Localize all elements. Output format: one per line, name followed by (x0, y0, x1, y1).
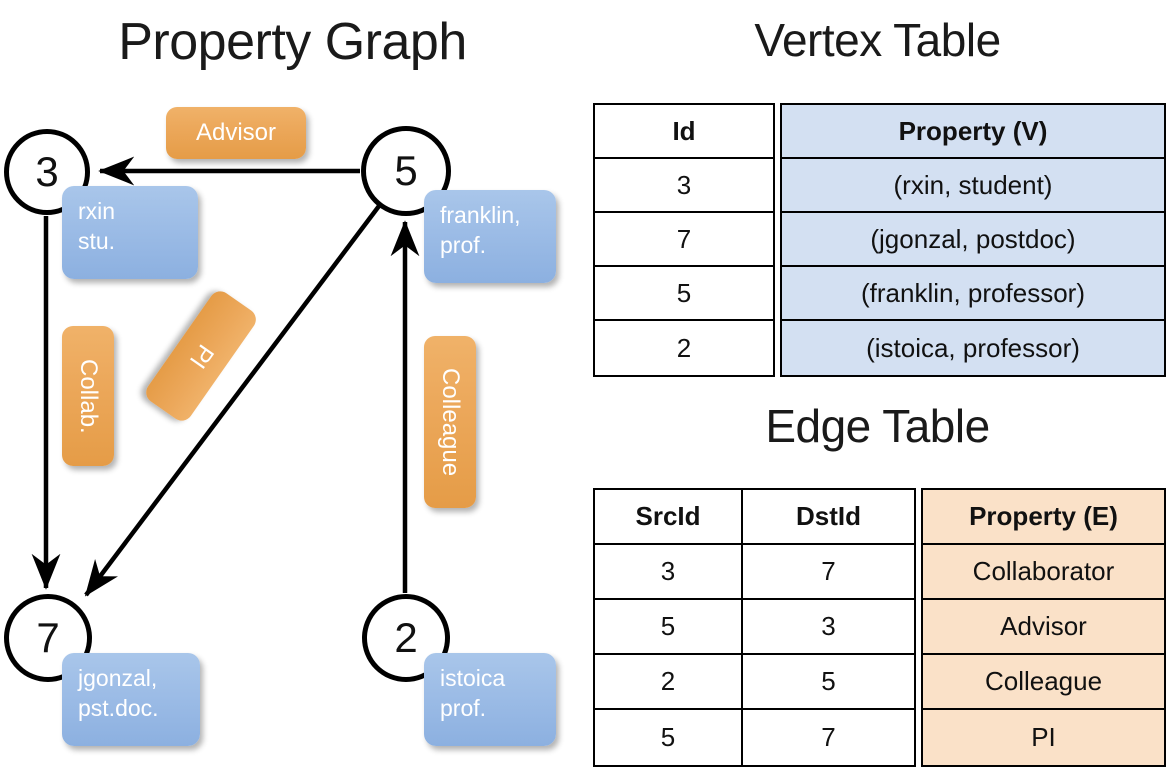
table-row: (istoica, professor) (782, 321, 1164, 375)
graph-node-2[interactable]: 2 (362, 594, 450, 682)
table-row: 5 (660, 722, 676, 752)
vertex-table-header-id: Id (595, 105, 773, 159)
vertex-property-jgonzal-role: pst.doc. (78, 695, 159, 721)
table-row: 5 (595, 267, 773, 321)
vertex-property-box-jgonzal: jgonzal, pst.doc. (62, 653, 200, 746)
vertex-property-box-rxin: rxin stu. (62, 186, 198, 279)
graph-node-7-label: 7 (36, 614, 60, 661)
table-row: (rxin, student) (782, 159, 1164, 213)
edge-label-advisor-text: Advisor (195, 119, 277, 146)
edge-table-column-srcid: SrcId 3 5 2 5 (593, 488, 743, 767)
vertex-property-box-franklin: franklin, prof. (424, 190, 556, 283)
table-row: 3 (743, 600, 914, 655)
vertex-table-column-id: Id 3 7 5 2 (593, 103, 775, 377)
property-graph-panel: Property Graph 3 5 7 2 rxin stu. frankli… (0, 0, 585, 760)
table-row: 5 (595, 600, 741, 655)
table-row: (jgonzal, postdoc) (782, 213, 1164, 267)
table-row: Collaborator (923, 545, 1164, 600)
edge-5-to-7 (84, 204, 381, 597)
graph-edges-layer (31, 156, 420, 597)
graph-node-5[interactable]: 5 (361, 126, 451, 216)
table-row: 3 (595, 159, 773, 213)
vertex-property-box-istoica: istoica prof. (424, 653, 556, 746)
edge-table-header-property: Property (E) (923, 490, 1164, 545)
table-row: 7 (743, 545, 914, 600)
edge-table-column-property: Property (E) Collaborator Advisor Collea… (921, 488, 1166, 767)
edge-table-column-dstid: DstId 7 3 5 7 (743, 488, 916, 767)
table-row: PI (923, 710, 1164, 765)
vertex-table-column-property: Property (V) (rxin, student) (jgonzal, p… (780, 103, 1166, 377)
edge-label-colleague: Colleague (424, 336, 476, 508)
edge-label-colleague-text: Colleague (437, 367, 464, 477)
table-row: 3 (595, 545, 741, 600)
page-title-vertex-table: Vertex Table (754, 14, 1001, 66)
vertex-property-rxin-name: rxin (78, 198, 116, 224)
edge-table-header-srcid: SrcId (595, 490, 741, 545)
table-row: 2 (676, 332, 692, 363)
edge-label-collab: Collab. (62, 326, 114, 466)
edge-table: SrcId 3 5 2 5 DstId 7 3 5 7 Property (E)… (593, 488, 1166, 767)
graph-node-5-label: 5 (394, 147, 418, 194)
table-row: Advisor (923, 600, 1164, 655)
vertex-property-jgonzal-name: jgonzal, (78, 665, 158, 691)
vertex-property-franklin-name: franklin, (440, 202, 521, 228)
vertex-table-header-property: Property (V) (782, 105, 1164, 159)
edge-label-pi-text: PI (183, 339, 219, 374)
table-row: 7 (821, 722, 836, 752)
vertex-property-istoica-name: istoica (440, 665, 506, 691)
vertex-property-franklin-role: prof. (440, 232, 487, 258)
table-row: 5 (743, 655, 914, 710)
table-row: 7 (595, 213, 773, 267)
vertex-property-rxin-role: stu. (78, 228, 116, 254)
graph-node-2-label: 2 (394, 614, 418, 661)
table-row: 2 (595, 655, 741, 710)
edge-label-advisor: Advisor (166, 107, 306, 159)
page-title-property-graph: Property Graph (118, 13, 467, 71)
table-row: Colleague (923, 655, 1164, 710)
graph-node-3-label: 3 (35, 148, 59, 195)
edge-label-collab-text: Collab. (75, 358, 102, 434)
table-row: (franklin, professor) (782, 267, 1164, 321)
page-title-edge-table: Edge Table (765, 400, 990, 452)
edge-table-header-dstid: DstId (743, 490, 914, 545)
vertex-property-istoica-role: prof. (440, 695, 487, 721)
vertex-table: Id 3 7 5 2 Property (V) (rxin, student) … (593, 103, 1166, 377)
